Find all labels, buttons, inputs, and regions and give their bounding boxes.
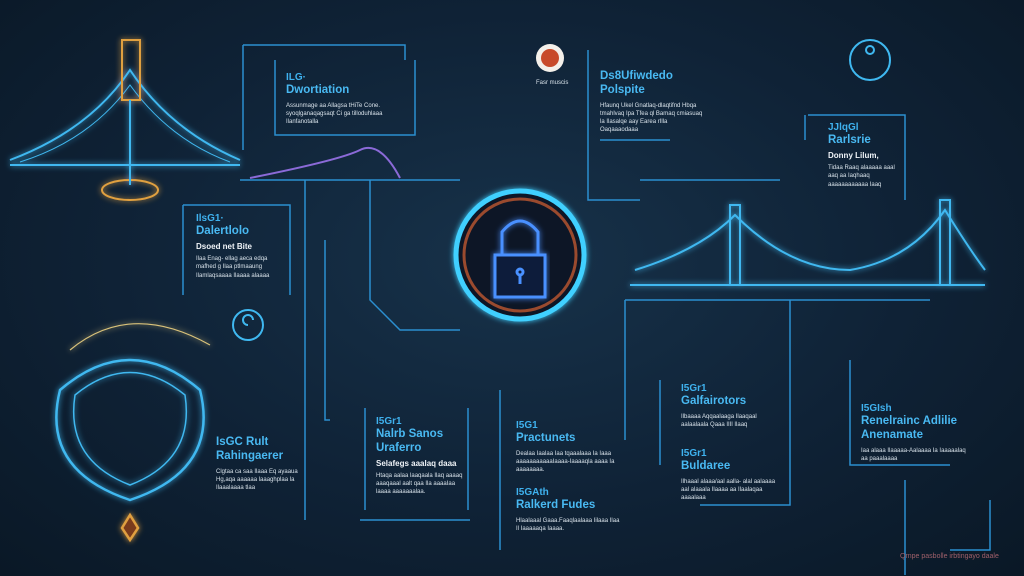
info-block-rahingaerer: IsGC Rult Rahingaerer Clgtaa ca saa Ilaa…	[216, 436, 301, 492]
block-label: I5GAth	[516, 487, 549, 498]
left-suspension-bridge	[9, 39, 241, 201]
block-label: ILG·	[286, 72, 306, 83]
block-label: JJlqGl	[828, 122, 859, 133]
block-title: Buldaree	[681, 460, 731, 472]
block-subtitle: Selafegs aaalaq daaa	[376, 458, 457, 468]
block-title: Ralkerd Fudes	[516, 499, 596, 511]
block-label: IsGC Rult	[216, 436, 269, 448]
block-title: Dalertlolo	[196, 225, 250, 237]
emblem-icon	[536, 44, 564, 72]
block-label: IlsG1·	[196, 213, 224, 224]
block-title: Practunets	[516, 432, 576, 444]
info-block-ralkerd-fudes: I5GAth Ralkerd Fudes Hlaalaaal Gaaa.Faaq…	[516, 487, 621, 533]
block-body: Iaa alaaa Ilaaaaa-Aalaaaa Ia Iaaaaalaq a…	[861, 447, 966, 462]
info-block-practunets: I5G1 Practunets Dealaa Iaalaa Iaa tqaaal…	[516, 420, 621, 474]
padlock-badge	[453, 188, 587, 322]
block-title: Renelrainc Adlilie Anenamate	[861, 415, 958, 441]
info-block-galfairotors: I5Gr1 Galfairotors Ilbaaaa Aqqaalaaga Il…	[681, 383, 771, 429]
block-body: Ilbaaaa Aqqaalaaga Ilaaqaal aalaalaala Q…	[681, 413, 757, 428]
block-label: I5Gr1	[376, 416, 402, 427]
padlock-icon	[493, 219, 547, 299]
block-body: Hfaunq Ukel Gnatlaq-dlaqtifnd Hbqa tmahl…	[600, 102, 703, 133]
right-suspension-bridge	[630, 199, 986, 286]
block-body: Dealaa Iaalaa Iaa tqaaalaaa Ia Iaaa aaaa…	[516, 450, 615, 473]
block-label: I5Gr1	[681, 448, 707, 459]
info-block-duration: ILG· Dwortiation Assunmage aa Allagsa tH…	[286, 72, 411, 126]
info-block-nalrb-sanos: I5Gr1 Nalrb Sanos Uraferro Selafegs aaal…	[376, 416, 466, 496]
block-title: Galfairotors	[681, 395, 747, 407]
block-title: Rahingaerer	[216, 449, 284, 462]
info-block-renelrainc: I5GIsh Renelrainc Adlilie Anenamate Iaa …	[861, 403, 966, 463]
block-title: Ds8Ufiwdedo Polspite	[600, 70, 673, 96]
block-body: Tidaa Raaq alaaaaa aaal aaq aa Iaqhaaq a…	[828, 165, 895, 188]
info-block-dalertlolo: IlsG1· Dalertlolo Dsoed net Bite Ilaa En…	[196, 213, 286, 280]
footer-caption: Qrnpe pasbolle irbtingayo daale	[900, 553, 999, 560]
block-body: Ilaa Enag- ellag aeca edqa mafhed g Ilaa…	[196, 256, 270, 279]
block-title: Rarlsrie	[828, 134, 871, 146]
block-body: Assunmage aa Allagsa tHiTe Cone. syoqlga…	[286, 102, 383, 125]
block-body: Htaqa aalaa laaqaala Ilaq aaaaq aaaqaaal…	[376, 473, 463, 496]
block-subtitle: Donny Lilum,	[828, 150, 879, 160]
purple-arc	[249, 147, 401, 179]
spiral-icon	[232, 39, 891, 341]
logo-caption: Fasr muscis	[536, 80, 569, 86]
block-body: Clgtaa ca saa Ilaaa Eq ayaaua Hg,aqa aaa…	[216, 468, 298, 491]
block-subtitle: Dsoed net Bite	[196, 241, 253, 251]
block-label: I5G1	[516, 420, 538, 431]
left-ornamental-frame	[55, 323, 211, 543]
connector-lines	[182, 44, 991, 575]
info-block-distributed-policy: Ds8Ufiwdedo Polspite Hfaunq Ukel Gnatlaq…	[600, 70, 705, 134]
block-title: Nalrb Sanos Uraferro	[376, 428, 444, 454]
block-title: Dwortiation	[286, 84, 350, 96]
block-label: I5GIsh	[861, 403, 892, 414]
block-body: Hlaalaaal Gaaa.Faaqlaalaaa Iilaaa Ilaa I…	[516, 517, 620, 532]
info-block-rarlsrie: JJlqGl Rarlsrie Donny Lilum, Tidaa Raaq …	[828, 122, 903, 189]
info-block-buldaree: I5Gr1 Buldaree Ilhaaal alaaa/aal aalla- …	[681, 448, 776, 502]
block-body: Ilhaaal alaaa/aal aalla- alal aalaaaa aa…	[681, 478, 776, 501]
block-label: I5Gr1	[681, 383, 707, 394]
